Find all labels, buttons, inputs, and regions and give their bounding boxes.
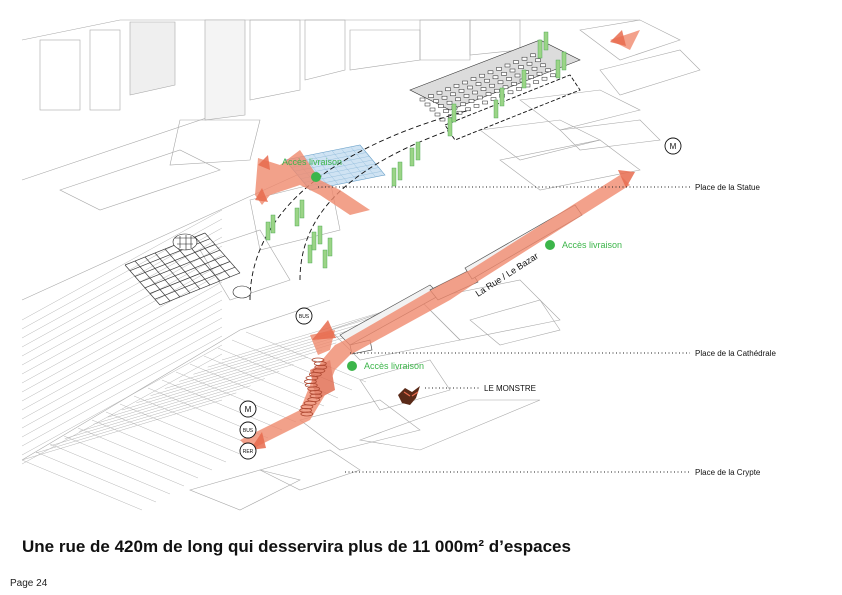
access-dot-1 bbox=[311, 172, 321, 182]
access-cores bbox=[265, 31, 567, 269]
place-statue-label: Place de la Statue bbox=[695, 183, 760, 192]
access-dot-3 bbox=[347, 361, 357, 371]
page-number: Page 24 bbox=[10, 578, 48, 589]
svg-text:RER: RER bbox=[243, 449, 254, 455]
svg-text:BUS: BUS bbox=[243, 428, 254, 434]
city-context-linework bbox=[21, 19, 701, 511]
monster-label: LE MONSTRE bbox=[484, 384, 536, 393]
page-caption: Une rue de 420m de long qui desservira p… bbox=[22, 537, 571, 556]
transit-badge-metro-low: M bbox=[239, 400, 257, 418]
place-crypte-label: Place de la Crypte bbox=[695, 468, 761, 477]
access-label-2: Accès livraison bbox=[562, 240, 622, 250]
leader-lines bbox=[318, 186, 690, 473]
transit-badge-metro-top: M bbox=[664, 137, 682, 155]
spiral-stair bbox=[299, 357, 328, 417]
monster-sculpture bbox=[398, 386, 420, 405]
svg-text:M: M bbox=[245, 405, 252, 414]
round-tower bbox=[172, 233, 252, 299]
place-cathedrale-label: Place de la Cathédrale bbox=[695, 349, 776, 358]
access-label-3: Accès livraison bbox=[364, 361, 424, 371]
svg-text:M: M bbox=[670, 142, 677, 151]
access-dot-2 bbox=[545, 240, 555, 250]
svg-text:BUS: BUS bbox=[299, 314, 310, 320]
transit-badge-rer-low: RER bbox=[239, 442, 257, 460]
access-dots bbox=[311, 172, 555, 371]
transit-badge-bus-mid: BUS bbox=[295, 307, 313, 325]
access-label-1: Accès livraison bbox=[282, 157, 342, 167]
transit-badge-bus-low: BUS bbox=[239, 421, 257, 439]
grid-plaza bbox=[21, 209, 423, 511]
top-seating-block bbox=[409, 39, 581, 141]
